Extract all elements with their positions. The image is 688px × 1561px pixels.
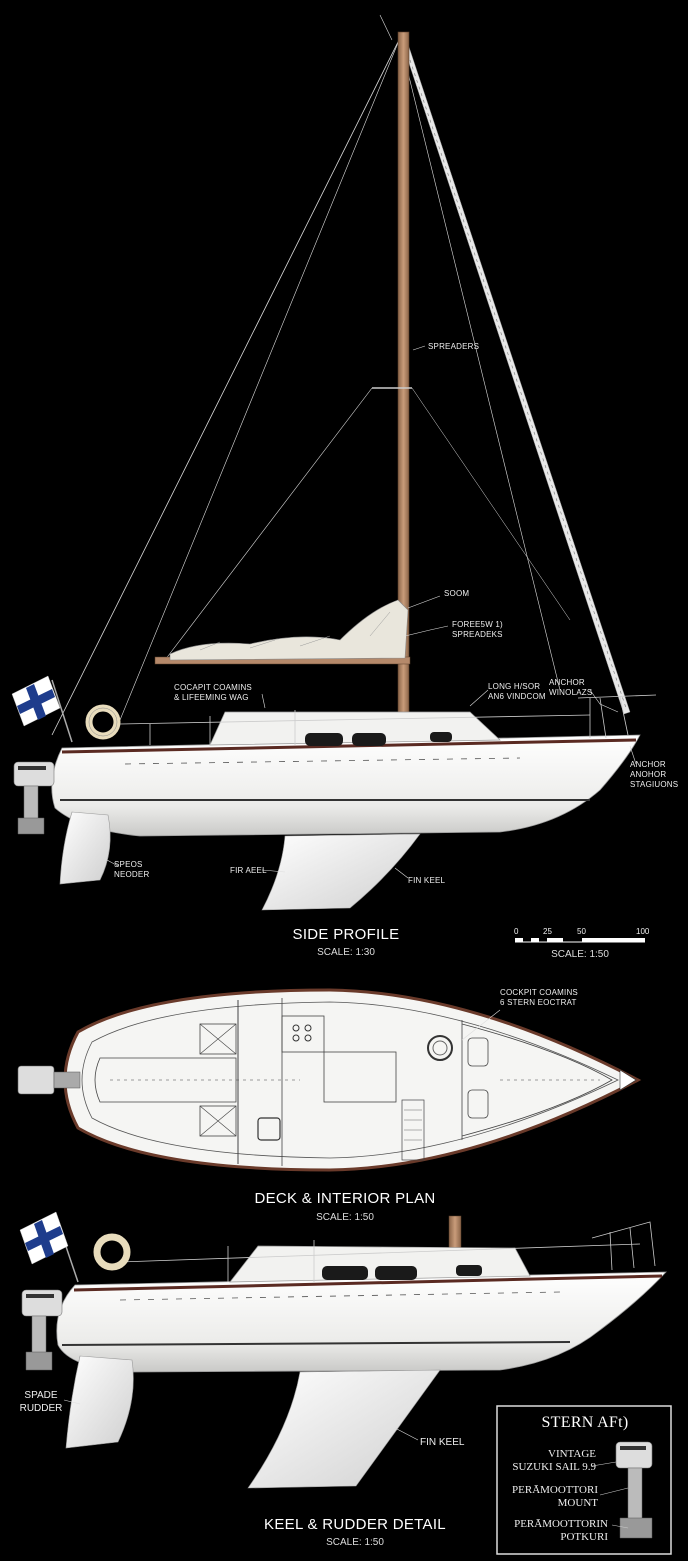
detail-hull: [56, 1271, 667, 1373]
keel-detail-title: KEEL & RUDDER DETAIL: [264, 1516, 446, 1533]
label-fin-keel-left: FIR AEEL: [230, 866, 267, 875]
label-deck-cockpit: COCKPIT COAMINS 6 STERN EOCTRAT: [500, 988, 578, 1007]
label-outboard-propeller: PERĀMOOTTORIN POTKURI: [514, 1518, 608, 1543]
forestay-furled-jib: [403, 37, 631, 715]
deck-outline: [63, 988, 642, 1172]
deck-plan-title: DECK & INTERIOR PLAN: [254, 1190, 436, 1207]
label-fin-keel-detail: FIN KEEL: [420, 1437, 465, 1448]
outboard-motor: [13, 761, 55, 835]
outboard-motor-lower: [21, 1289, 63, 1371]
detail-rudder: [65, 1355, 134, 1449]
sail-cover: [169, 599, 409, 661]
side-profile-drawing: [11, 14, 657, 911]
side-fin-keel: [261, 833, 421, 911]
label-spade-rudder-side: SPEOS NEODER: [114, 860, 150, 879]
scale-tick-50: 50: [577, 927, 586, 936]
keel-detail-drawing: [19, 1211, 667, 1489]
label-boom: SOOM: [444, 589, 470, 598]
label-forestay: FOREE5W 1) SPREADEKS: [452, 620, 503, 639]
label-spade-rudder-detail: SPADE RUDDER: [19, 1390, 63, 1414]
label-fin-keel-right: FIN KEEL: [408, 876, 446, 885]
label-vintage-suzuki: VINTAGE SUZUKI SAIL 9.9: [512, 1448, 596, 1473]
deck-plan-drawing: [17, 988, 642, 1172]
label-anchor-windlass: ANCHOR WINOLAZS: [549, 678, 593, 697]
rigging: [51, 14, 571, 736]
keel-detail-scale: SCALE: 1:50: [326, 1537, 384, 1548]
scale-tick-25: 25: [543, 927, 552, 936]
stern-inset-box: [496, 1405, 672, 1555]
label-anchor-stations: ANCHOR ANOHOR STAGIUONS: [630, 760, 679, 789]
scale-bar-caption: SCALE: 1:50: [551, 949, 609, 960]
scale-tick-100: 100: [636, 927, 650, 936]
side-profile-scale: SCALE: 1:30: [317, 947, 375, 958]
stern-inset-title: STERN AFt): [541, 1414, 629, 1431]
lifebuoy: [85, 704, 121, 740]
side-profile-title: SIDE PROFILE: [292, 926, 400, 943]
scale-tick-0: 0: [514, 927, 519, 936]
finnish-flag-lower: [19, 1211, 79, 1283]
side-hull: [51, 734, 641, 837]
scale-bar-graphic: [515, 938, 645, 943]
finnish-flag: [11, 675, 73, 743]
label-outboard-mount: PERĀMOOTTORI MOUNT: [512, 1484, 598, 1509]
label-cockpit-coamings: COCAPIT COAMINS & LIFEEMING WAG: [174, 683, 252, 702]
deck-plan-scale: SCALE: 1:50: [316, 1212, 374, 1223]
side-cabin: [209, 711, 501, 746]
label-spreaders: SPREADERS: [428, 342, 480, 351]
label-long-visor: LONG H/SOR AN6 VINDCOM: [488, 682, 546, 701]
side-rudder: [59, 811, 111, 885]
detail-fin-keel: [247, 1369, 441, 1489]
